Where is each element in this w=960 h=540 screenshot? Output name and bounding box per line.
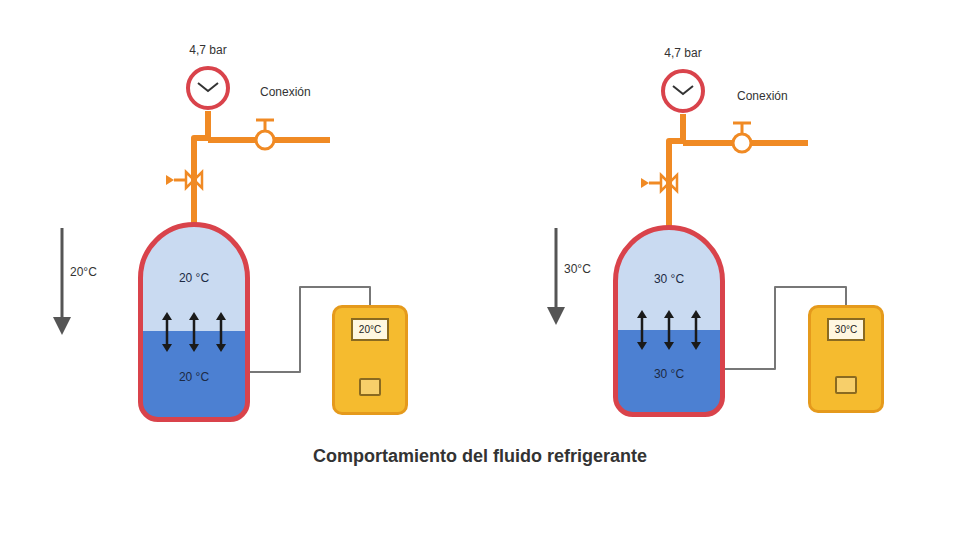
evaporation-arrow: [641, 314, 644, 346]
arrow-head: [637, 310, 647, 318]
refrigerant-pipe: [194, 111, 208, 224]
thermometer-device: 20°C: [332, 305, 408, 415]
evaporation-arrow: [193, 316, 196, 348]
liquid-temperature: 20 °C: [179, 370, 209, 384]
service-valve: [733, 123, 751, 152]
arrow-head: [664, 310, 674, 318]
gauge-needle: [198, 83, 218, 91]
service-valve: [256, 120, 274, 149]
arrow-head: [162, 312, 172, 320]
gauge-face: [185, 65, 231, 111]
vapor-temperature: 30 °C: [654, 272, 684, 286]
evaporation-arrow: [220, 316, 223, 348]
arrow-head: [189, 312, 199, 320]
arrow-head: [216, 344, 226, 352]
arrow-head: [691, 310, 701, 318]
pressure-reading: 4,7 bar: [189, 43, 226, 57]
refrigerant-tank: 30 °C 30 °C: [613, 225, 725, 417]
device-button: [359, 378, 381, 396]
connection-label: Conexión: [260, 85, 311, 99]
refrigerant-pipe: [669, 114, 683, 227]
arrow-head: [664, 342, 674, 350]
evaporation-arrow: [166, 316, 169, 348]
arrow-head: [162, 344, 172, 352]
arrow-head: [189, 344, 199, 352]
connection-label: Conexión: [737, 89, 788, 103]
vapor-arrows: [618, 230, 720, 412]
ambient-temperature: 30°C: [564, 262, 591, 276]
liquid-temperature: 30 °C: [654, 367, 684, 381]
evaporation-arrow: [668, 314, 671, 346]
device-button: [835, 376, 857, 394]
display-reading: 30°C: [827, 318, 865, 341]
display-reading: 20°C: [351, 318, 389, 341]
arrow-head: [216, 312, 226, 320]
caption: Comportamiento del fluido refrigerante: [0, 446, 960, 467]
gauge-needle: [673, 86, 693, 94]
refrigerant-tank: 20 °C 20 °C: [138, 222, 250, 422]
arrow-head: [637, 342, 647, 350]
gauge-ring: [663, 71, 703, 111]
refrigerant-pipe-line: [194, 111, 208, 224]
pressure-reading: 4,7 bar: [664, 46, 701, 60]
gauge-face: [660, 68, 706, 114]
gauge-ring: [188, 68, 228, 108]
refrigerant-pipe-line: [669, 114, 683, 227]
vapor-temperature: 20 °C: [179, 271, 209, 285]
ambient-temperature: 20°C: [70, 265, 97, 279]
pressure-gauge: 4,7 bar: [185, 65, 231, 111]
pressure-gauge: 4,7 bar: [660, 68, 706, 114]
evaporation-arrow: [695, 314, 698, 346]
thermometer: [61, 228, 64, 326]
thermometer-device: 30°C: [808, 305, 884, 413]
arrow-head: [691, 342, 701, 350]
vapor-arrows: [143, 227, 245, 417]
thermometer: [555, 228, 558, 316]
